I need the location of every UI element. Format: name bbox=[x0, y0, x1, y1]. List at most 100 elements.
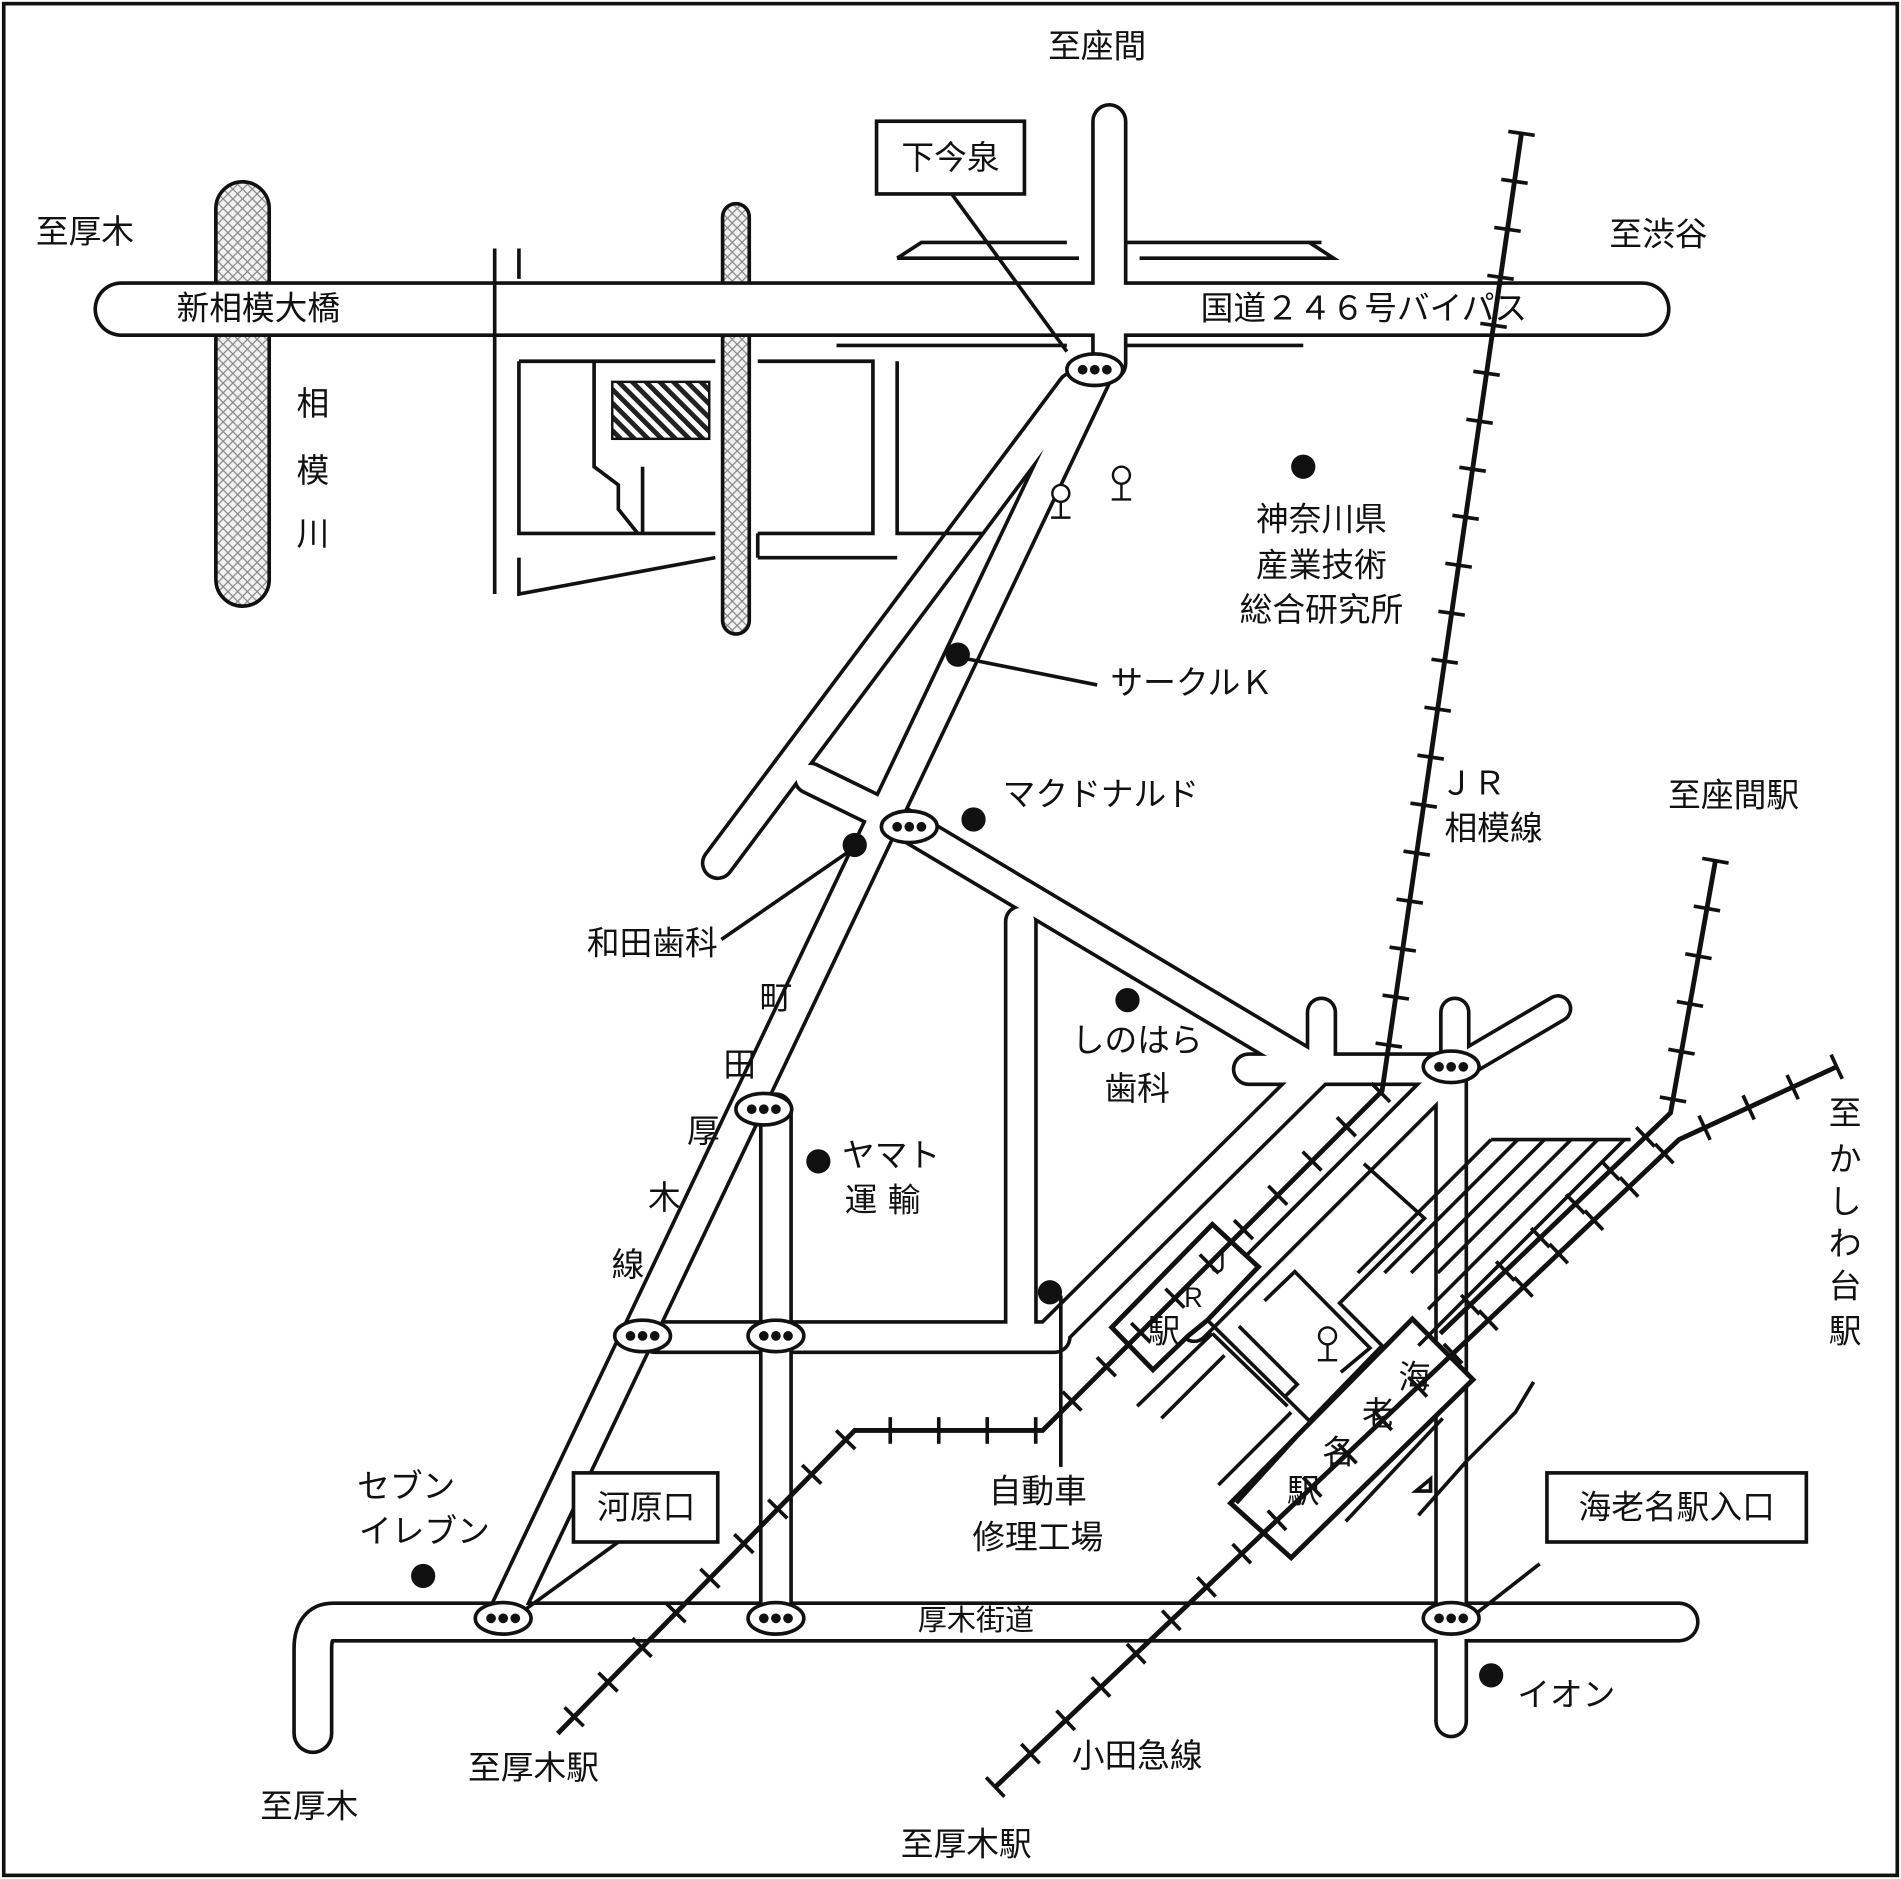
rail-tick bbox=[1459, 1293, 1481, 1316]
rail-tick bbox=[1164, 1287, 1186, 1309]
rail-tick bbox=[1548, 1242, 1570, 1265]
traffic-signal-icon bbox=[879, 809, 939, 845]
tree-icons bbox=[1051, 465, 1338, 1362]
label-machida-atsugi: 町 bbox=[760, 979, 793, 1017]
label-sagami-river: 相 bbox=[296, 385, 329, 423]
rail-tick bbox=[1407, 1375, 1429, 1398]
rail-tick bbox=[1529, 1226, 1551, 1249]
rail-tick bbox=[1501, 177, 1528, 186]
landmark-dot-icon bbox=[961, 807, 986, 832]
label-odakyu-line: 小田急線 bbox=[1072, 1737, 1203, 1775]
rail-tick bbox=[1336, 1442, 1358, 1465]
rail-tick bbox=[1335, 1116, 1358, 1138]
label-shin-sagami-bridge: 新相模大橋 bbox=[177, 289, 341, 327]
label-wada-dental: 和田歯科 bbox=[587, 925, 718, 963]
rail-tick bbox=[563, 1706, 585, 1728]
rail-tick bbox=[1741, 1094, 1756, 1121]
label-sagami-river: 川 bbox=[296, 515, 329, 553]
rail-tick bbox=[1459, 465, 1487, 473]
label-to-kashiwadai: か bbox=[1829, 1140, 1862, 1178]
label-atsugi-kaido: 厚木街道 bbox=[918, 1603, 1034, 1637]
rail-tick bbox=[1697, 1114, 1712, 1141]
rail-tick bbox=[1494, 225, 1521, 234]
rail-tick bbox=[1442, 1342, 1464, 1365]
rail-tick bbox=[1232, 1218, 1255, 1241]
rail-tick bbox=[1267, 1184, 1289, 1207]
road-north-diagonal-fill bbox=[704, 374, 1087, 877]
shimoimaizumi-box: 下今泉 bbox=[874, 119, 1069, 353]
rail-tick bbox=[1372, 1409, 1394, 1432]
rail-tick bbox=[1701, 856, 1729, 865]
rail-tick bbox=[1301, 1476, 1323, 1498]
landmark-dot-icon bbox=[411, 1563, 436, 1589]
label-auto-repair: 修理工場 bbox=[972, 1519, 1103, 1557]
rail-tick bbox=[1466, 417, 1494, 425]
tree-icon bbox=[1317, 1326, 1338, 1362]
rail-tick bbox=[1160, 1609, 1182, 1632]
tree-icon bbox=[1051, 483, 1071, 519]
rail-tick bbox=[1266, 1509, 1288, 1532]
label-kanagawa-inst: 神奈川県 bbox=[1256, 500, 1387, 538]
label-ebina-station: 老 bbox=[1362, 1395, 1395, 1433]
rail-tick bbox=[1473, 369, 1501, 377]
bus-terminal-line bbox=[1383, 1138, 1520, 1275]
rail-tick bbox=[1410, 801, 1438, 809]
label-to-atsugi-station-w: 至厚木駅 bbox=[468, 1749, 599, 1787]
rail-tick bbox=[1424, 705, 1452, 713]
bus-terminal-line bbox=[1436, 1138, 1573, 1275]
map-labels: 至座間 至厚木 至渋谷 新相模大橋 国道２４６号バイパス 相 模 川 神奈川県 … bbox=[36, 27, 1862, 1863]
rail-tick bbox=[1369, 1081, 1392, 1104]
traffic-signal-icon bbox=[1421, 1600, 1481, 1636]
rail-tick bbox=[1055, 1709, 1077, 1732]
rail-tick bbox=[733, 1532, 755, 1555]
rail-tick bbox=[984, 1776, 1006, 1798]
rail-tick bbox=[1090, 1676, 1112, 1698]
traffic-signal-icon bbox=[746, 1318, 806, 1354]
label-route246: 国道２４６号バイパス bbox=[1201, 289, 1528, 327]
local-streets bbox=[492, 240, 1340, 597]
rail-tick bbox=[1583, 1209, 1605, 1232]
landmark-dot-icon bbox=[1115, 987, 1140, 1013]
landmark-dot-icon bbox=[1037, 1280, 1063, 1305]
jr-ebina-station bbox=[1108, 1221, 1262, 1374]
label-to-atsugi-station-s: 至厚木駅 bbox=[901, 1825, 1032, 1863]
rail-tick bbox=[1019, 1742, 1041, 1765]
machida-atsugi-road-fill bbox=[488, 361, 1110, 1633]
label-ebina-station: 駅 bbox=[1287, 1473, 1320, 1511]
rail-tick bbox=[834, 1429, 857, 1451]
jr-sagami-line bbox=[555, 132, 1524, 1736]
kawaraguchi-box: 河原口 bbox=[520, 1471, 720, 1614]
rail-tick bbox=[1668, 1047, 1695, 1056]
label-jr-station: 駅 bbox=[1147, 1312, 1180, 1350]
label-kanagawa-inst: 総合研究所 bbox=[1240, 591, 1404, 629]
rail-tick bbox=[665, 1602, 687, 1624]
label-to-kashiwadai: 至 bbox=[1829, 1094, 1862, 1132]
rail-tick bbox=[1599, 1159, 1621, 1182]
label-jr-station: Ｊ bbox=[1205, 1248, 1232, 1279]
small-river bbox=[720, 201, 752, 636]
landmark-dot-icon bbox=[806, 1149, 831, 1174]
label-jr-line: ＪＲ bbox=[1440, 765, 1505, 803]
label-seven-eleven: セブン bbox=[357, 1468, 455, 1506]
rail-tick bbox=[631, 1636, 653, 1659]
rail-tick bbox=[1301, 1150, 1323, 1172]
rail-tick bbox=[1634, 1126, 1656, 1148]
rail-tick bbox=[1431, 657, 1459, 665]
rail-tick bbox=[1445, 561, 1473, 569]
label-shinohara-dental: しのはら bbox=[1072, 1022, 1203, 1060]
bus-terminal-line bbox=[1409, 1138, 1546, 1275]
label-machida-atsugi: 線 bbox=[612, 1246, 645, 1284]
rail-tick bbox=[1403, 849, 1431, 857]
odakyu-line bbox=[992, 1064, 1838, 1790]
rail-tick bbox=[1198, 1253, 1220, 1275]
label-yamato: 運 輸 bbox=[845, 1182, 921, 1220]
rail-tick bbox=[1129, 1321, 1152, 1344]
rail-tick bbox=[1231, 1542, 1253, 1565]
landmark-dot-icon bbox=[1479, 1663, 1504, 1688]
label-ebina-station: 名 bbox=[1322, 1434, 1355, 1472]
landmark-dot-icon bbox=[1291, 454, 1316, 479]
label-shinohara-dental: 歯科 bbox=[1104, 1070, 1169, 1108]
traffic-signal-icon bbox=[1421, 1049, 1481, 1085]
traffic-signal-icon bbox=[473, 1600, 533, 1636]
label-auto-repair: 自動車 bbox=[989, 1473, 1087, 1511]
